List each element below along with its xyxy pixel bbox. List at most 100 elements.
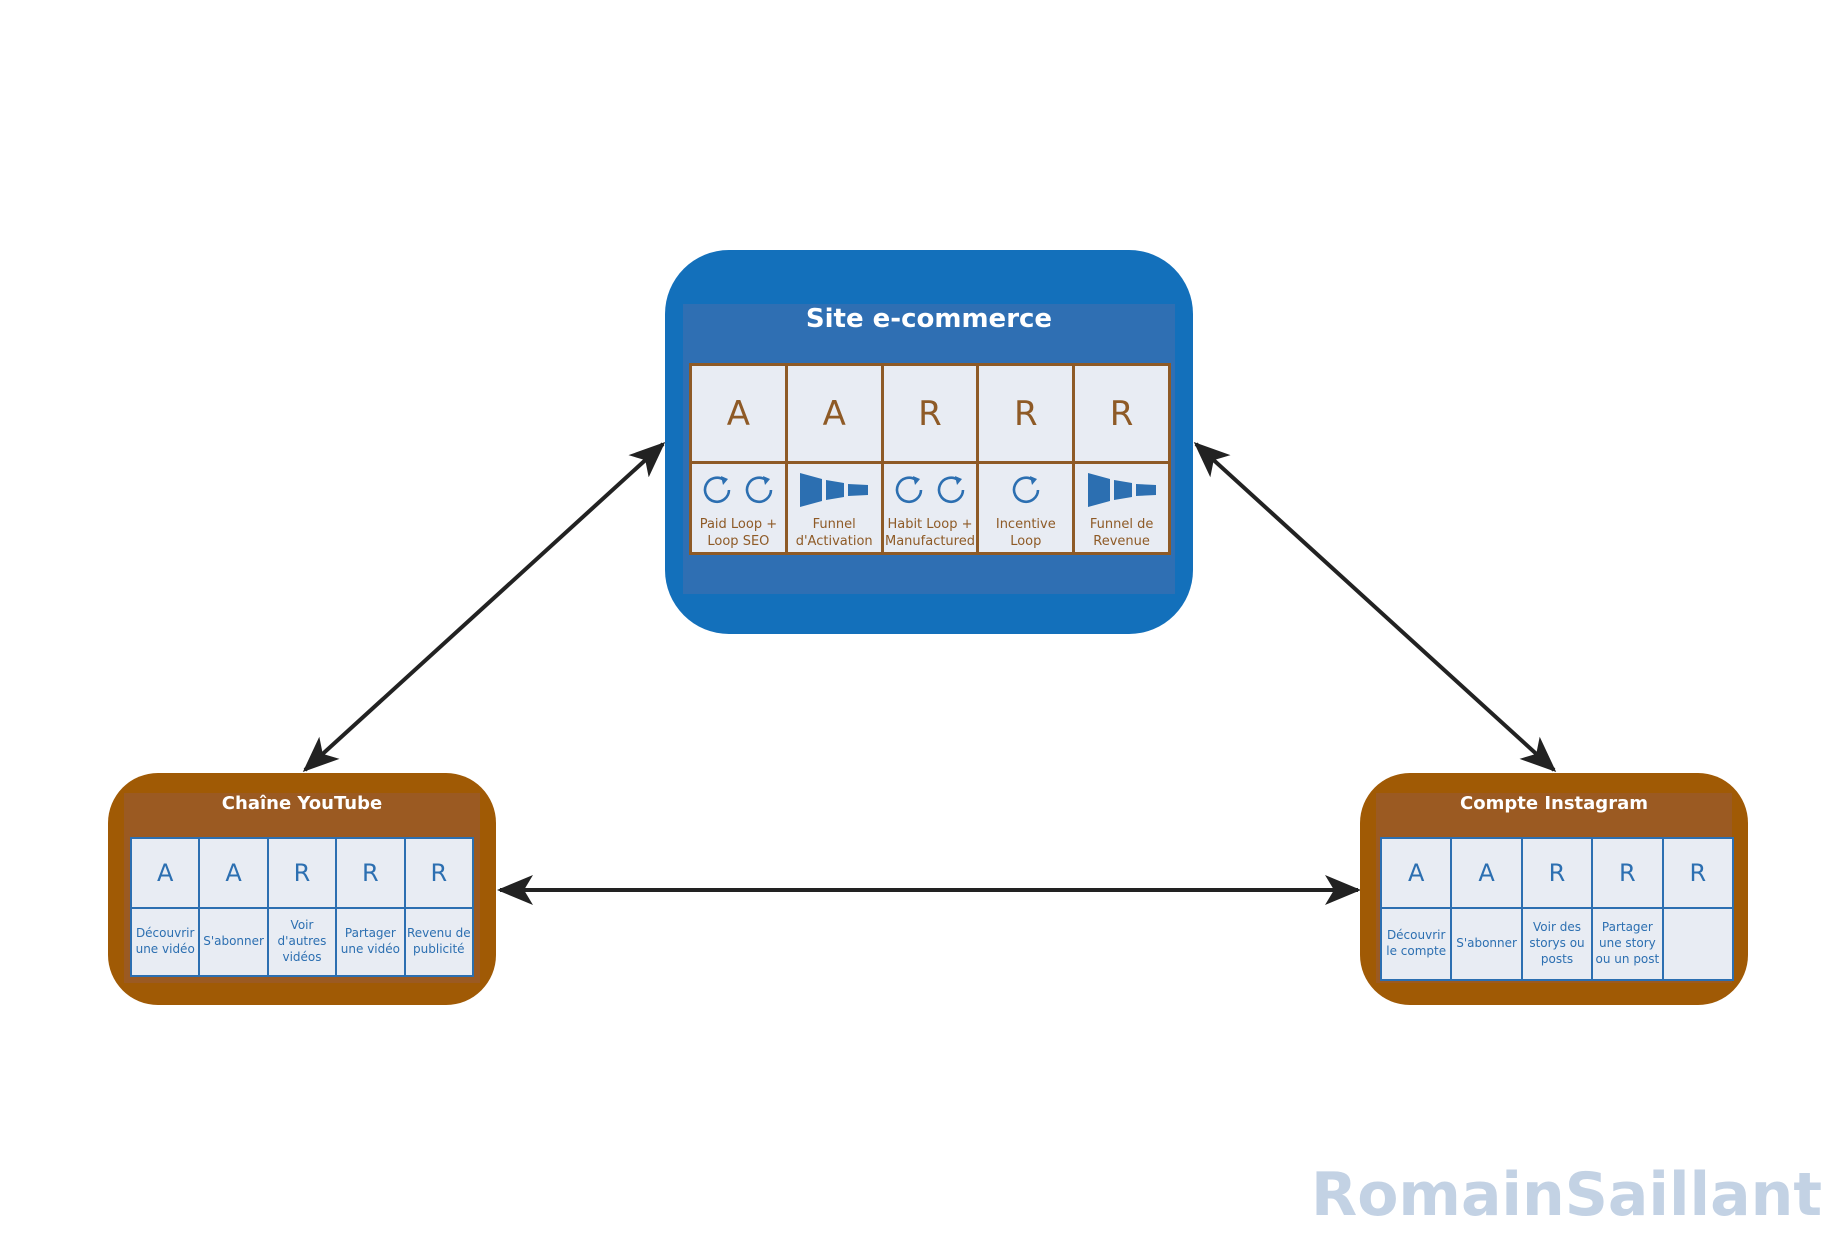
- stage-letter-cell: A: [1452, 839, 1521, 907]
- stage-icons: [1008, 470, 1044, 510]
- stage-label-line: Voir des: [1533, 920, 1581, 935]
- stage-letter-cell: A: [200, 839, 267, 907]
- stage-letter-cell: R: [883, 366, 977, 461]
- arrow-ecommerce-youtube: [302, 441, 666, 773]
- stage-label-cell: Funnel d'Activation: [787, 464, 881, 552]
- stage-label-line: S'abonner: [1456, 936, 1517, 951]
- stage-icons: [1086, 470, 1158, 510]
- stage-label-line: Découvrir: [1386, 928, 1446, 943]
- stage-label-line: publicité: [413, 942, 465, 956]
- arrow-ecommerce-instagram: [1193, 441, 1557, 773]
- stage-letter-cell: R: [1663, 839, 1732, 907]
- stage-letter-cell: R: [1075, 366, 1168, 461]
- stage-letter-cell: A: [1382, 839, 1451, 907]
- loop-icon: [704, 476, 731, 504]
- stage-label-cell: Habit Loop +Manufactured: [883, 464, 977, 552]
- stage-icons: [699, 470, 777, 510]
- loop-icon: [895, 476, 923, 504]
- stage-letter: R: [362, 859, 379, 887]
- stage-letter-cell: R: [268, 839, 336, 907]
- stage-label: Paid Loop +Loop SEO: [700, 516, 777, 550]
- stage-letter-cell: R: [979, 366, 1073, 461]
- stage-label-line: posts: [1540, 951, 1574, 966]
- aarrr-grid: A A R R R Paid Loop +Loop SEO Funnel d'Activati…: [689, 363, 1171, 555]
- stage-label-line: Habit Loop +: [887, 517, 973, 532]
- stage-label-line: Revenu de: [406, 926, 471, 941]
- stage-letter: A: [726, 393, 751, 434]
- stage-label-line: une vidéo: [135, 942, 195, 956]
- node-title: Chaîne YouTube: [221, 793, 383, 814]
- stage-icons: [891, 470, 969, 510]
- stage-label-line: Funnel: [812, 517, 856, 532]
- loop-icon: [1012, 476, 1040, 504]
- stage-label-line: Découvrir: [135, 926, 195, 941]
- stage-letter: R: [293, 859, 311, 887]
- stage-label-cell: [1663, 909, 1732, 979]
- stage-label-line: vidéos: [282, 949, 322, 964]
- stage-label-line: une vidéo: [340, 942, 400, 956]
- loop-icon: [937, 476, 965, 504]
- funnel-icon: [1087, 473, 1156, 507]
- stage-letter: R: [1109, 393, 1134, 434]
- stage-letter: R: [430, 859, 448, 887]
- stage-label-line: Incentive: [995, 517, 1056, 532]
- watermark: RomainSaillant: [1311, 1160, 1822, 1230]
- stage-label-line: ou un post: [1595, 951, 1660, 966]
- stage-letter-cell: R: [337, 839, 404, 907]
- node-site-ecommerce: Site e-commerce A A R R R Paid Loop +Loop SEO…: [665, 250, 1193, 634]
- stage-label-line: Revenue: [1093, 534, 1150, 550]
- stage-letter-cell: R: [405, 839, 472, 907]
- stage-label-cell: Funnel de Revenue: [1075, 464, 1168, 552]
- stage-label-line: storys ou: [1529, 936, 1585, 951]
- stage-letter: A: [1407, 859, 1425, 887]
- stage-letter: R: [1548, 859, 1566, 887]
- stage-label-line: Partager: [1601, 920, 1653, 935]
- stage-label-line: S'abonner: [203, 934, 264, 949]
- stage-label: Funnel d'Activation: [796, 516, 873, 550]
- stage-letter: A: [822, 393, 846, 434]
- node-title: Site e-commerce: [805, 304, 1053, 334]
- stage-label-line: une story: [1599, 936, 1656, 951]
- node-title: Compte Instagram: [1460, 793, 1648, 814]
- stage-letter-cell: R: [1522, 839, 1592, 907]
- stage-label-line: Funnel de: [1089, 517, 1154, 532]
- stage-label-cell: S'abonner: [1452, 909, 1521, 979]
- stage-label-line: Loop: [1010, 534, 1042, 550]
- stage-letter-cell: A: [787, 366, 881, 461]
- stage-letter: R: [1689, 859, 1707, 887]
- stage-label-line: d'Activation: [795, 534, 873, 550]
- stage-letter-cell: A: [132, 839, 199, 907]
- stage-letter: R: [918, 393, 942, 434]
- stage-label-cell: S'abonner: [200, 909, 267, 975]
- stage-letter: A: [225, 859, 242, 887]
- stage-label-line: le compte: [1386, 944, 1447, 958]
- stage-letter: R: [1619, 859, 1636, 887]
- stage-label-line: Voir: [290, 918, 314, 933]
- stage-letter: R: [1013, 393, 1038, 434]
- stage-letter: A: [156, 859, 174, 887]
- stage-label-line: Paid Loop +: [699, 517, 778, 532]
- stage-letter-cell: R: [1593, 839, 1662, 907]
- stage-label: S'abonner: [203, 934, 264, 950]
- stage-label-cell: Paid Loop +Loop SEO: [692, 464, 785, 552]
- stage-letter: A: [1478, 859, 1495, 887]
- stage-label: Funnel de Revenue: [1090, 516, 1153, 550]
- stage-letter-cell: A: [692, 366, 785, 461]
